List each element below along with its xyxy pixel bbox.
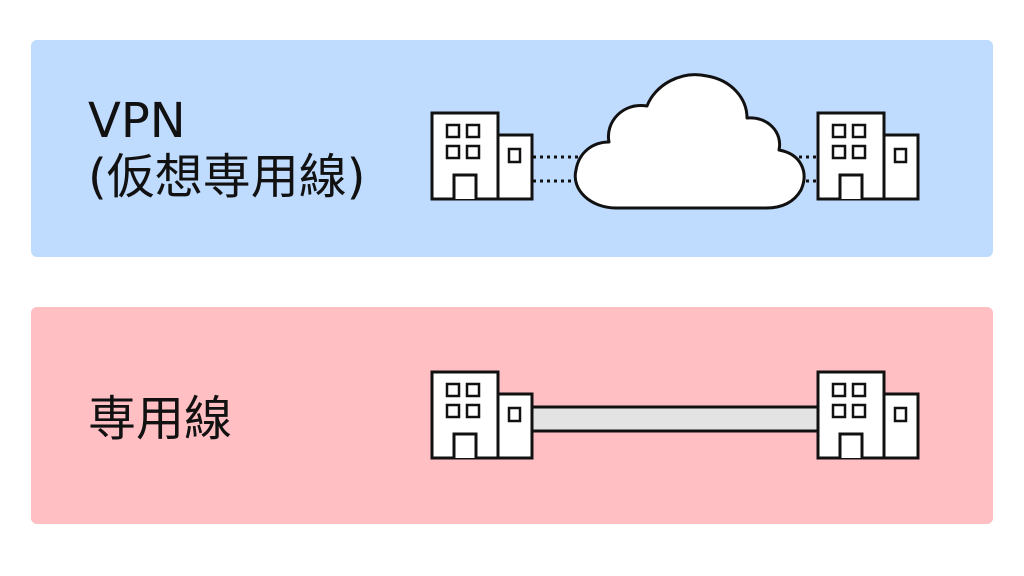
vpn-label: VPN (仮想専用線) [88,93,365,205]
vpn-label-line2: (仮想専用線) [88,149,366,205]
office-building-icon [816,111,920,201]
leased-line-panel: 専用線 [31,307,993,524]
vpn-connection-diagram [430,73,920,210]
vpn-label-line1: VPN [88,93,186,149]
leased-line-diagram [430,370,920,460]
leased-line-label: 専用線 [88,391,233,447]
office-building-icon [430,111,534,201]
vpn-panel: VPN (仮想専用線) [31,40,993,257]
internet-cloud-icon [573,73,806,210]
leased-line-pipe [524,405,828,433]
office-building-icon [816,370,920,460]
office-building-icon [430,370,534,460]
